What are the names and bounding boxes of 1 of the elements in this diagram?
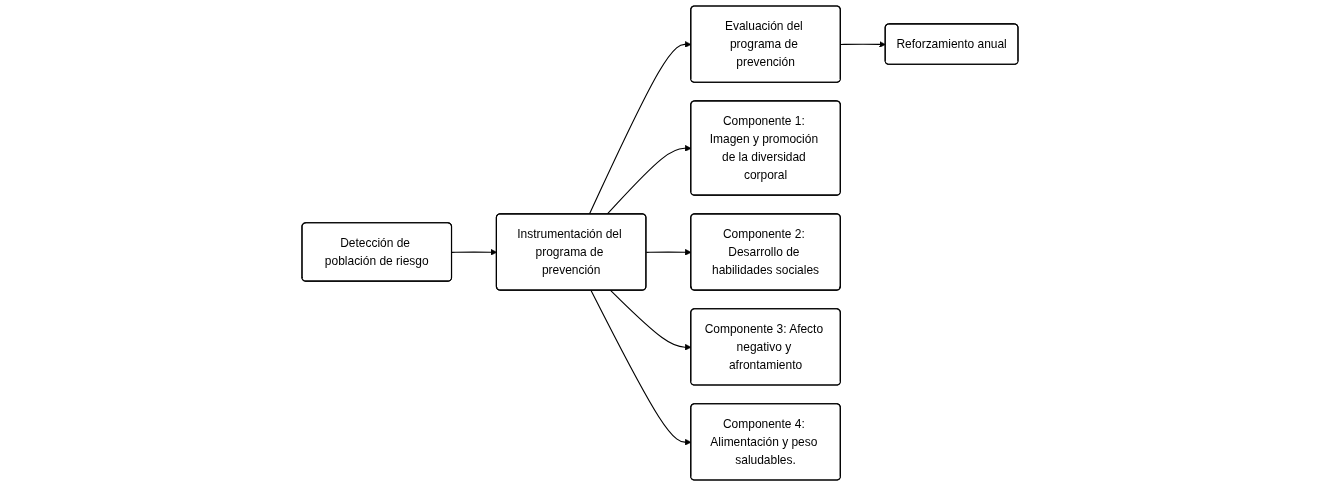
- arrow: [840, 41, 886, 48]
